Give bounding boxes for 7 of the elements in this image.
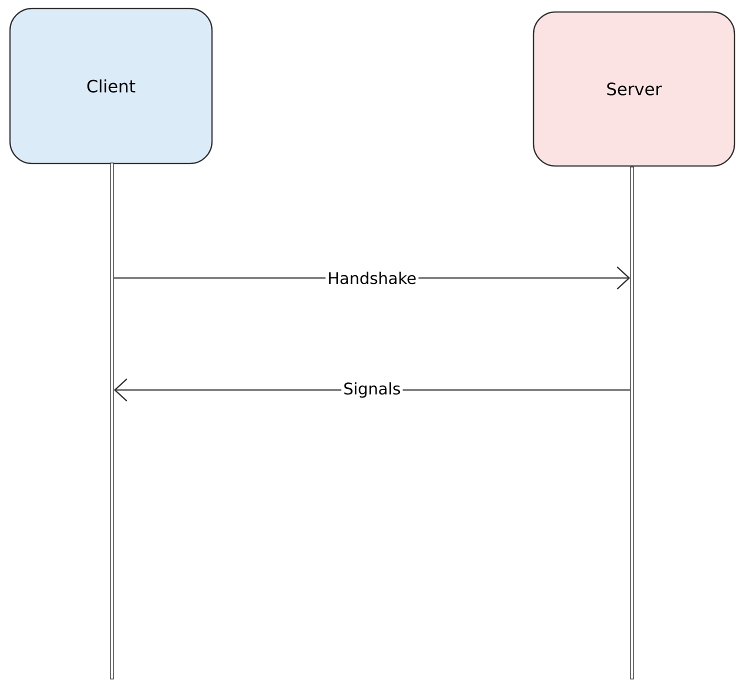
- lifeline-box: Server: [532, 11, 736, 167]
- edge-label: Signals: [344, 382, 400, 398]
- lifeline-box: Client: [9, 8, 213, 164]
- lifeline: [630, 166, 634, 680]
- edge-label: Handshake: [329, 272, 416, 284]
- arrow: [114, 378, 630, 402]
- lifeline: [110, 162, 114, 680]
